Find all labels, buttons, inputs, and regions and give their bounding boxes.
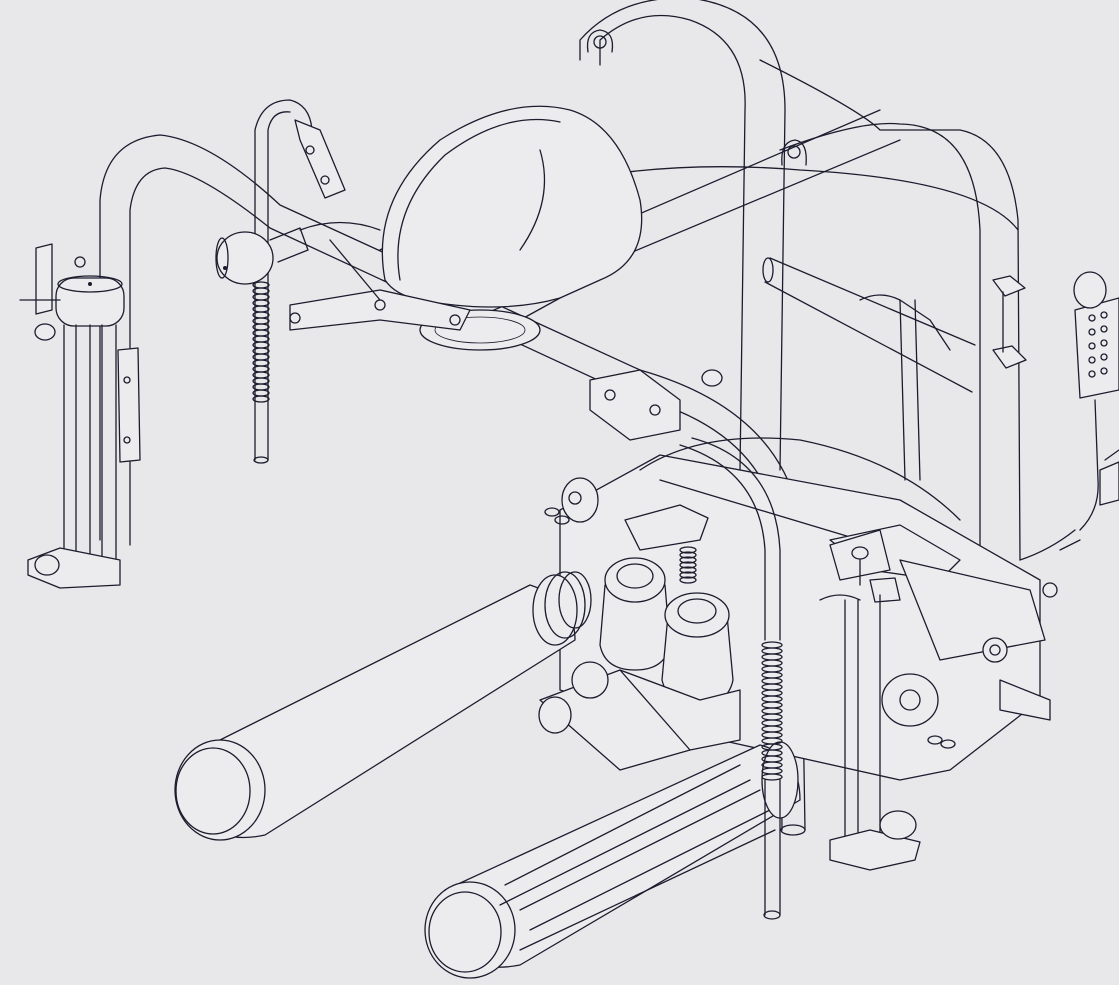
coil-ring (679, 551, 697, 559)
right-controller-box (1019, 271, 1119, 561)
upper-hose-loop (253, 99, 346, 464)
coil-ring (679, 546, 697, 554)
coil-ring (761, 773, 783, 781)
large-roller-cylinder (174, 571, 592, 841)
crossbar (762, 257, 976, 393)
connector-port (1088, 356, 1096, 364)
coil-ring (679, 576, 697, 584)
pump-motor-cylinders (538, 557, 741, 771)
coil-spring-hose-left (252, 281, 270, 403)
connector-port (1100, 353, 1108, 361)
connector-port (1088, 328, 1096, 336)
coil-ring (679, 571, 697, 579)
coil-ring (252, 395, 270, 403)
left-hose-reel (19, 243, 141, 589)
left-valve-assembly (215, 227, 309, 285)
coil-ring (679, 566, 697, 574)
connector-port (1088, 370, 1096, 378)
coil-ring (679, 561, 697, 569)
fluted-roller-cylinder (424, 741, 801, 979)
connector-port (1100, 311, 1108, 319)
lifting-eyes (586, 29, 807, 166)
connector-port (1100, 325, 1108, 333)
valve-block (624, 504, 891, 586)
chain-links (544, 507, 956, 749)
right-support-tube (819, 577, 921, 871)
mid-switch-assembly (589, 369, 723, 441)
connector-port (1100, 367, 1108, 375)
coil-spring-hose-center (679, 437, 783, 920)
connector-port (1088, 342, 1096, 350)
connector-port (1088, 314, 1096, 322)
rear-tube-frame (579, 0, 1021, 561)
coil-ring (679, 556, 697, 564)
connector-port (1100, 339, 1108, 347)
arm-linkage (289, 221, 471, 331)
right-brackets (859, 275, 1027, 481)
